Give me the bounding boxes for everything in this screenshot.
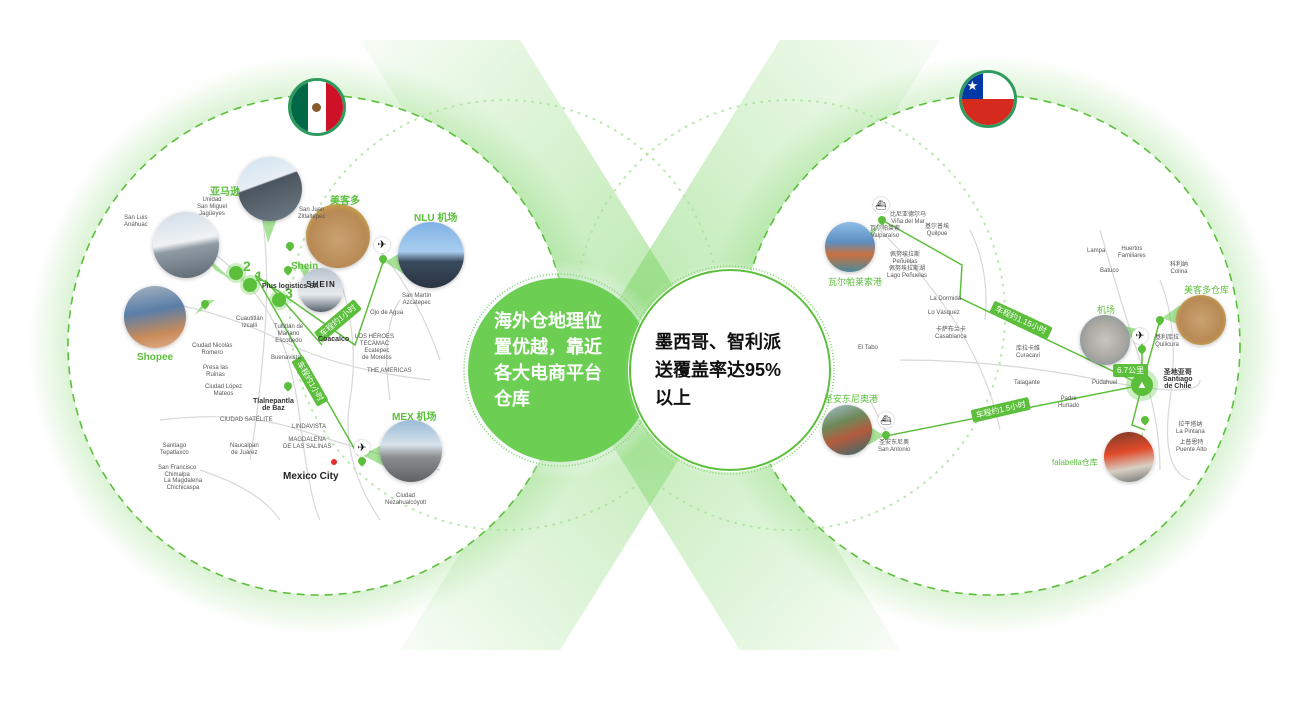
amazon-warehouse-photo [238,157,302,221]
chile-meikeduo-photo [1176,295,1226,345]
map-label: Plus logistics SA [262,283,319,290]
shein-photo: SHEIN [299,268,343,312]
meikeduo-label: 美客多 [330,196,360,207]
chile-airport-label: 机场 [1097,305,1116,315]
meikeduo-photo [306,204,370,268]
left-center-statement: 海外仓地理位 置优越，靠近 各大电商平台 仓库 [494,308,634,412]
san-antonio-port-photo [822,405,872,455]
valparaiso-port-label: 瓦尔帕莱索港 [828,277,883,287]
map-label: Pudahuel [1092,380,1118,386]
warehouse-number-1: 1 [255,268,263,284]
warehouse-hub-icon: ▲ [1136,379,1148,391]
valparaiso-port-photo [825,222,875,272]
ship-icon: ⛴ [873,197,889,213]
falabella-label: falabella仓库 [1052,458,1098,467]
map-label: LINDAVISTA [292,424,327,430]
ship-icon: ⛴ [878,412,894,428]
falabella-photo [1104,432,1154,482]
map-label: THE AMERICAS [367,368,412,374]
chile-flag-icon: ★ [959,70,1017,128]
warehouse-hub-icon [229,266,243,280]
map-label: Coacalco [318,336,350,343]
mex-airport-label: MEX 机场 [392,412,437,423]
map-label: Batuco [1100,268,1119,274]
map-label: El Tabo [858,345,878,351]
plane-icon: ✈ [354,440,370,456]
left-statement-line: 仓库 [494,389,530,409]
plane-icon: ✈ [1132,328,1148,344]
chile-meikeduo-label: 美客多仓库 [1184,285,1230,295]
warehouse-building-photo [153,212,219,278]
warehouse-number-3: 3 [285,285,293,301]
shopee-photo [124,286,186,348]
nlu-airport-label: NLU 机场 [414,213,458,224]
mexico-flag-icon [288,78,346,136]
right-statement-line: 墨西哥、智利派 [655,332,781,352]
mexico-city-marker-icon [331,459,337,465]
map-label: Buenavista [271,355,301,361]
plane-icon: ✈ [374,237,390,253]
left-statement-line: 置优越，靠近 [494,337,602,357]
left-statement-line: 海外仓地理位 [494,311,602,331]
map-label: Lo Vásquez [928,310,960,316]
mex-airport-photo [380,420,442,482]
warehouse-hub-icon [272,293,286,307]
right-statement-line: 以上 [655,388,691,408]
left-statement-line: 各大电商平台 [494,363,602,383]
shopee-label: Shopee [137,352,174,363]
map-label: Talagante [1014,380,1041,386]
warehouse-hub-icon [243,278,257,292]
warehouse-number-2: 2 [243,258,251,274]
san-antonio-port-label: 圣安东尼奥港 [824,394,879,404]
shein-label: Shein [291,261,319,272]
mexico-city-label: Mexico City [283,471,339,482]
nlu-airport-photo [398,222,464,288]
chile-airport-photo [1080,315,1130,365]
right-center-statement: 墨西哥、智利派 送覆盖率达95% 以上 [655,328,815,412]
map-label: La Dormida [930,296,962,302]
route-tag-airport-distance: 6.7公里 [1113,364,1149,377]
right-statement-line: 送覆盖率达95% [655,360,782,380]
amazon-label: 亚马逊 [210,187,240,198]
map-label: CIUDAD SATÉLITE [220,417,273,423]
map-label: Ojo de Agua [370,310,404,316]
map-label: Lampa [1087,248,1106,254]
